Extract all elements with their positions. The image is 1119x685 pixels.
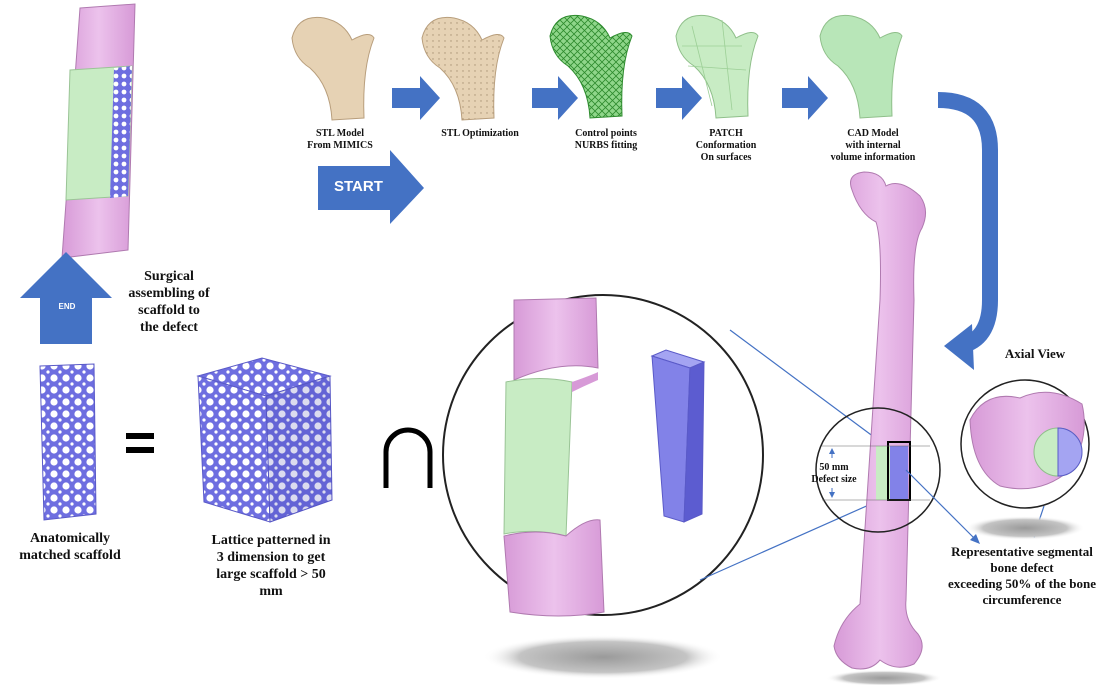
zoom-shadow <box>483 635 723 679</box>
bone-with-scaffold <box>62 4 135 258</box>
zoom-circle <box>443 295 880 616</box>
representative-caption: Representative segmental bone defect exc… <box>928 544 1116 608</box>
step-label-stl-model: STL Model From MIMICS <box>300 128 380 152</box>
start-label: START <box>334 178 394 195</box>
return-arrow <box>938 100 990 370</box>
axial-view-title: Axial View <box>990 346 1080 362</box>
step-label-nurbs: Control points NURBS fitting <box>556 128 656 152</box>
lattice-caption: Lattice patterned in 3 dimension to get … <box>196 532 346 600</box>
anatomical-caption: Anatomically matched scaffold <box>10 530 130 564</box>
intersection-symbol <box>386 430 430 488</box>
defect-size-label: 50 mm Defect size <box>794 462 874 486</box>
lattice-cube <box>198 358 332 522</box>
end-arrow <box>20 252 112 344</box>
surgical-caption: Surgical assembling of scaffold to the d… <box>114 268 224 336</box>
femur-shadow <box>826 670 942 685</box>
axial-shadow <box>965 516 1085 540</box>
anatomical-scaffold <box>40 364 96 520</box>
step-label-stl-optimization: STL Optimization <box>430 128 530 140</box>
equals-sign <box>126 433 154 453</box>
end-label: END <box>52 302 82 311</box>
step-label-cad-model: CAD Model with internal volume informati… <box>818 128 928 164</box>
axial-view <box>961 380 1089 538</box>
step-label-patch: PATCH Conformation On surfaces <box>686 128 766 164</box>
